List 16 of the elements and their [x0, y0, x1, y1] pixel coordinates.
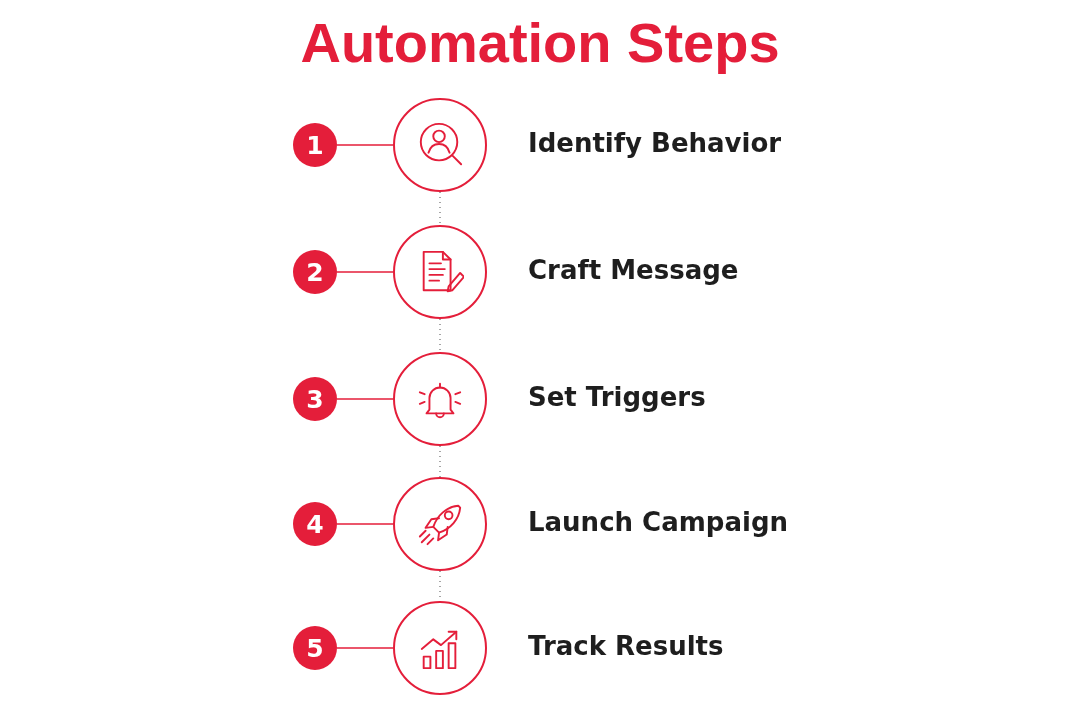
- step-title: Craft Message: [528, 255, 739, 285]
- connector-line: [336, 398, 394, 400]
- step-title: Identify Behavior: [528, 128, 782, 158]
- step-number-badge: 2: [293, 250, 337, 294]
- connector-line: [336, 523, 394, 525]
- connector-line: [336, 144, 394, 146]
- step-title: Set Triggers: [528, 382, 706, 412]
- step-number-badge: 3: [293, 377, 337, 421]
- step-number-badge: 4: [293, 502, 337, 546]
- step-number-badge: 5: [293, 626, 337, 670]
- connector-line: [336, 647, 394, 649]
- title: Automation Steps: [300, 10, 780, 75]
- step-title: Track Results: [528, 631, 724, 661]
- step-number-badge: 1: [293, 123, 337, 167]
- connector-line: [336, 271, 394, 273]
- step-title: Launch Campaign: [528, 507, 788, 537]
